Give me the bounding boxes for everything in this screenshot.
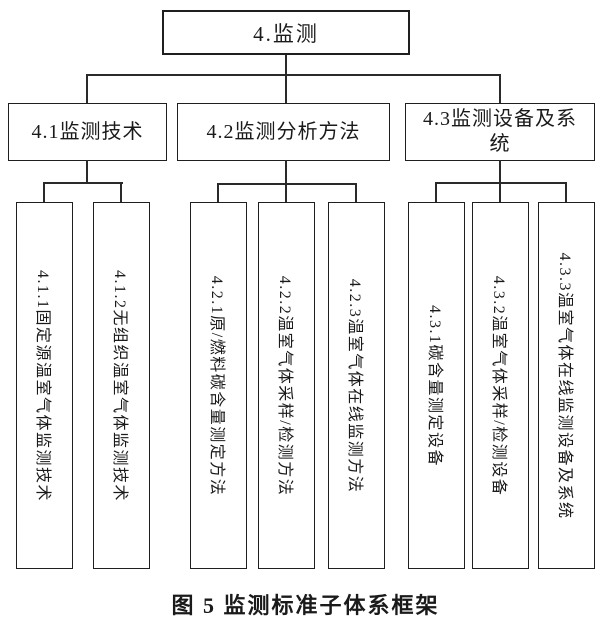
node-label: 4.2.1原/燃料碳含量测定方法: [207, 275, 225, 496]
connector-4-2-stem: [285, 160, 287, 183]
connector-root-stem: [285, 55, 287, 74]
node-label: 4.1.1固定源温室气体监测技术: [33, 269, 51, 502]
node-4-2-monitoring-analysis-methods: 4.2监测分析方法: [177, 103, 390, 161]
node-4-2-2-ghg-sampling-testing-methods: 4.2.2温室气体采样/检测方法: [258, 202, 315, 569]
node-label: 4.1.2无组织温室气体监测技术: [110, 269, 128, 502]
node-4-1-monitoring-technology: 4.1监测技术: [8, 103, 167, 161]
node-label: 4.3监测设备及系统: [423, 108, 577, 155]
connector-drop-4-2-2: [285, 183, 287, 202]
node-4-2-3-ghg-online-monitoring-methods: 4.2.3温室气体在线监测方法: [328, 202, 385, 569]
connector-4-1-stem: [86, 160, 88, 182]
connector-level2-rail: [86, 74, 501, 76]
connector-drop-4-3-3: [565, 182, 567, 202]
connector-4-2-rail: [217, 183, 357, 185]
node-4-3-3-ghg-online-monitoring-equipment-systems: 4.3.3温室气体在线监测设备及系统: [538, 202, 595, 569]
connector-drop-4-2-1: [217, 183, 219, 202]
node-label: 4.3.3温室气体在线监测设备及系统: [555, 251, 573, 520]
connector-drop-4-3-2: [499, 182, 501, 202]
node-4-2-1-raw-fuel-carbon-content-determination-methods: 4.2.1原/燃料碳含量测定方法: [190, 202, 247, 569]
connector-drop-4-3-1: [435, 182, 437, 202]
connector-drop-4-1: [86, 74, 88, 103]
node-4-3-monitoring-equipment-systems: 4.3监测设备及系统: [405, 103, 595, 161]
node-label: 4.2监测分析方法: [206, 120, 361, 143]
connector-drop-4-1-2: [120, 182, 122, 202]
connector-drop-4-2: [285, 74, 287, 103]
connector-drop-4-1-1: [43, 182, 45, 202]
connector-drop-4-2-3: [355, 183, 357, 202]
node-label: 4.3.1碳含量测定设备: [425, 304, 443, 467]
node-4-3-2-ghg-sampling-testing-equipment: 4.3.2温室气体采样/检测设备: [472, 202, 529, 569]
node-label: 4.1监测技术: [31, 120, 144, 143]
node-label: 4.监测: [253, 21, 319, 46]
node-label: 4.2.2温室气体采样/检测方法: [275, 275, 293, 496]
connector-4-3-rail: [435, 182, 567, 184]
figure-caption: 图 5 监测标准子体系框架: [171, 593, 440, 618]
node-label: 4.3.2温室气体采样/检测设备: [489, 275, 507, 496]
node-label: 4.2.3温室气体在线监测方法: [345, 278, 363, 493]
connector-4-1-rail: [43, 182, 123, 184]
node-4-3-1-carbon-content-determination-equipment: 4.3.1碳含量测定设备: [408, 202, 465, 569]
node-4-monitoring: 4.监测: [162, 10, 410, 55]
node-4-1-2-fugitive-ghg-monitoring-technology: 4.1.2无组织温室气体监测技术: [93, 202, 150, 569]
connector-4-3-stem: [499, 160, 501, 182]
node-4-1-1-stationary-source-ghg-monitoring-technology: 4.1.1固定源温室气体监测技术: [16, 202, 73, 569]
connector-drop-4-3: [499, 74, 501, 103]
